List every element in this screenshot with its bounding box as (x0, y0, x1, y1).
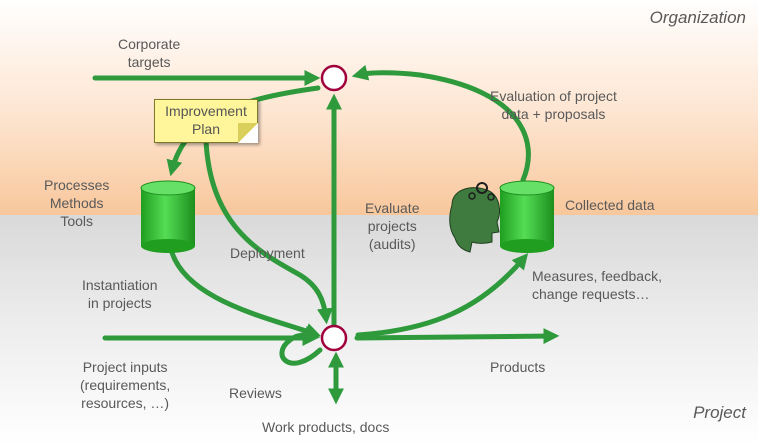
organization-node (320, 64, 348, 92)
arrow-products (354, 328, 560, 345)
work-products-label: Work products, docs (262, 419, 390, 435)
evaluation-line-2: data + proposals (501, 106, 606, 122)
organization-band (0, 0, 758, 215)
project-band (0, 215, 758, 445)
improvement-plan-line-2: Plan (191, 121, 221, 137)
project-inputs-line-2: (requirements, (80, 377, 171, 393)
deployment-label: Deployment (230, 245, 305, 261)
collected-data-label: Collected data (565, 197, 655, 213)
note-fold (238, 123, 258, 143)
processes-database-icon (140, 180, 196, 253)
evaluate-projects-line-1: Evaluate (365, 200, 420, 216)
instantiation-line-2: in projects (87, 295, 152, 311)
improvement-plan-line-1: Improvement (165, 103, 247, 119)
collected-data-database-icon (499, 180, 555, 253)
evaluate-projects-label: Evaluate projects (audits) (365, 199, 419, 253)
evaluation-label: Evaluation of project data + proposals (490, 87, 617, 123)
measures-label: Measures, feedback, change requests… (532, 267, 662, 303)
measures-line-2: change requests… (532, 286, 650, 302)
project-region-label: Project (693, 403, 746, 422)
project-inputs-line-1: Project inputs (82, 359, 168, 375)
arrow-evaluation (351, 64, 531, 183)
project-inputs-line-3: resources, …) (81, 395, 170, 411)
corporate-targets-label: Corporate targets (118, 35, 180, 71)
processes-line-2: Methods (49, 195, 104, 211)
processes-line-1: Processes (44, 177, 110, 193)
corporate-targets-line-2: targets (127, 54, 171, 70)
evaluate-projects-line-3: (audits) (368, 236, 416, 252)
arrow-instantiation (167, 242, 322, 339)
project-inputs-label: Project inputs (requirements, resources,… (80, 358, 170, 412)
evaluate-projects-line-2: projects (367, 218, 417, 234)
project-node (320, 324, 348, 352)
processes-line-3: Tools (60, 213, 94, 229)
instantiation-line-1: Instantiation (82, 277, 158, 293)
organization-region-label: Organization (649, 8, 746, 27)
evaluation-line-1: Evaluation of project (490, 88, 617, 104)
measures-line-1: Measures, feedback, (532, 268, 662, 284)
corporate-targets-line-1: Corporate (118, 36, 181, 52)
arrow-measures (355, 253, 529, 338)
arrow-deployment (203, 137, 333, 325)
products-label: Products (490, 359, 546, 375)
instantiation-label: Instantiation in projects (82, 276, 158, 312)
head-with-gears-icon (449, 182, 500, 253)
reviews-label: Reviews (229, 385, 282, 401)
improvement-plan-note: Improvement Plan (154, 99, 258, 143)
processes-label: Processes Methods Tools (44, 176, 109, 230)
arrow-reviews-loop (279, 325, 323, 366)
